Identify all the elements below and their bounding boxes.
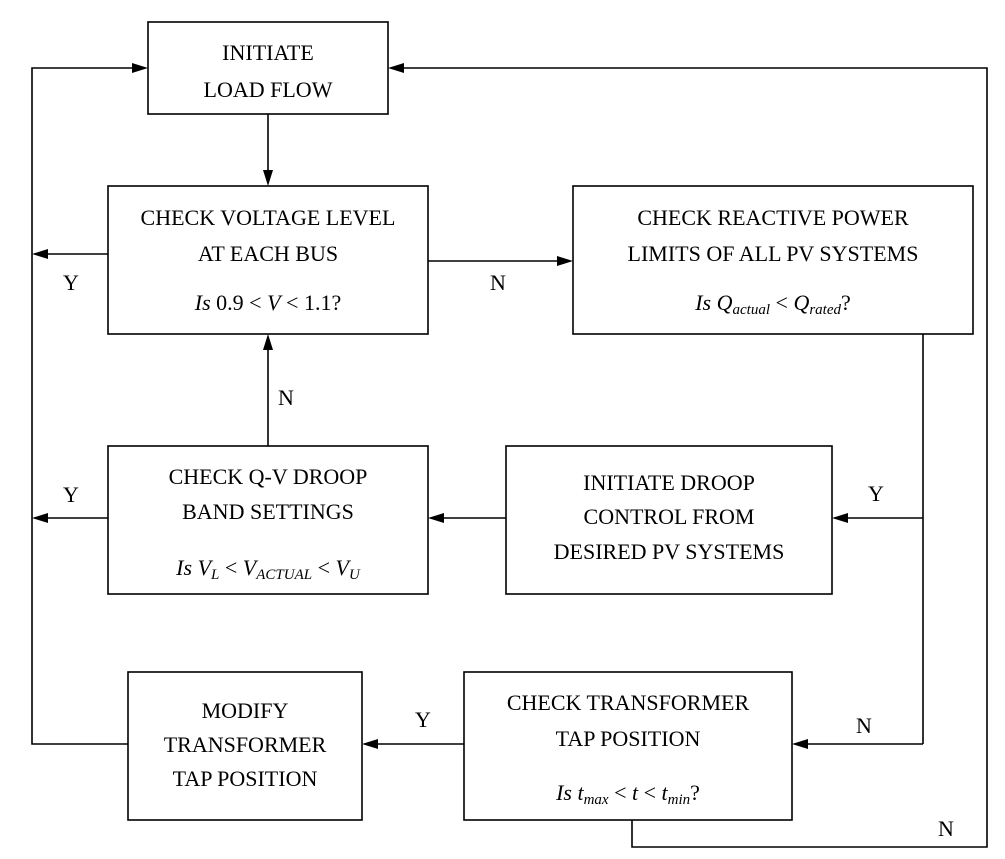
voltage-yes-label: Y xyxy=(63,270,79,295)
reactive-condition: Is Qactual < Qrated? xyxy=(694,290,851,318)
check-reactive-power-box: CHECK REACTIVE POWER LIMITS OF ALL PV SY… xyxy=(572,185,974,335)
cond-text: 0.9 < xyxy=(216,290,267,315)
box-line: LOAD FLOW xyxy=(204,77,333,102)
voltage-condition: Is 0.9 < V < 1.1? xyxy=(194,290,341,315)
initiate-droop-control-box: INITIATE DROOP CONTROL FROM DESIRED PV S… xyxy=(505,445,833,595)
box-line: BAND SETTINGS xyxy=(182,499,354,524)
box-line: TRANSFORMER xyxy=(164,732,327,757)
edge-reactive-no xyxy=(792,739,923,749)
box-line: CHECK TRANSFORMER xyxy=(507,690,750,715)
modify-transformer-tap-box: MODIFY TRANSFORMER TAP POSITION xyxy=(127,671,363,821)
edge-droop-band-yes xyxy=(32,513,108,523)
droop-band-no-label: N xyxy=(278,385,294,410)
box-line: TAP POSITION xyxy=(556,726,701,751)
voltage-no-label: N xyxy=(490,270,506,295)
box-line: CONTROL FROM xyxy=(584,504,755,529)
droop-band-yes-label: Y xyxy=(63,482,79,507)
cond-text: < 1.1? xyxy=(281,290,342,315)
check-voltage-level-box: CHECK VOLTAGE LEVEL AT EACH BUS Is 0.9 <… xyxy=(107,185,429,335)
edge-loadflow-to-voltage xyxy=(263,114,273,186)
box-line: INITIATE xyxy=(222,40,314,65)
box-line: LIMITS OF ALL PV SYSTEMS xyxy=(628,241,919,266)
edge-left-feedback xyxy=(31,63,148,745)
box-line: DESIRED PV SYSTEMS xyxy=(554,539,785,564)
cond-var: V xyxy=(267,290,283,315)
reactive-no-label: N xyxy=(856,713,872,738)
edge-tap-yes xyxy=(362,739,464,749)
check-qv-droop-box: CHECK Q-V DROOP BAND SETTINGS Is VL < VA… xyxy=(107,445,429,595)
box-line: CHECK REACTIVE POWER xyxy=(637,205,909,230)
box-line: AT EACH BUS xyxy=(198,241,338,266)
initiate-load-flow-box: INITIATE LOAD FLOW xyxy=(147,21,389,115)
tap-condition: Is tmax < t < tmin? xyxy=(555,780,700,808)
edge-droop-control-to-band xyxy=(428,513,506,523)
edge-reactive-yes xyxy=(832,513,923,523)
droop-band-condition: Is VL < VACTUAL < VU xyxy=(175,555,361,583)
box-line: INITIATE DROOP xyxy=(583,470,755,495)
tap-yes-label: Y xyxy=(415,707,431,732)
tap-no-label: N xyxy=(938,816,954,841)
box-line: TAP POSITION xyxy=(173,766,318,791)
check-transformer-tap-box: CHECK TRANSFORMER TAP POSITION Is tmax <… xyxy=(463,671,793,821)
box-line: MODIFY xyxy=(202,698,289,723)
box-line: CHECK VOLTAGE LEVEL xyxy=(141,205,396,230)
edge-voltage-yes xyxy=(32,249,108,259)
edge-voltage-no xyxy=(428,256,573,266)
box-line: CHECK Q-V DROOP xyxy=(169,464,368,489)
edge-tap-no xyxy=(388,63,988,848)
cond-prefix: Is xyxy=(194,290,211,315)
reactive-yes-label: Y xyxy=(868,481,884,506)
edge-droop-band-no xyxy=(263,334,273,446)
